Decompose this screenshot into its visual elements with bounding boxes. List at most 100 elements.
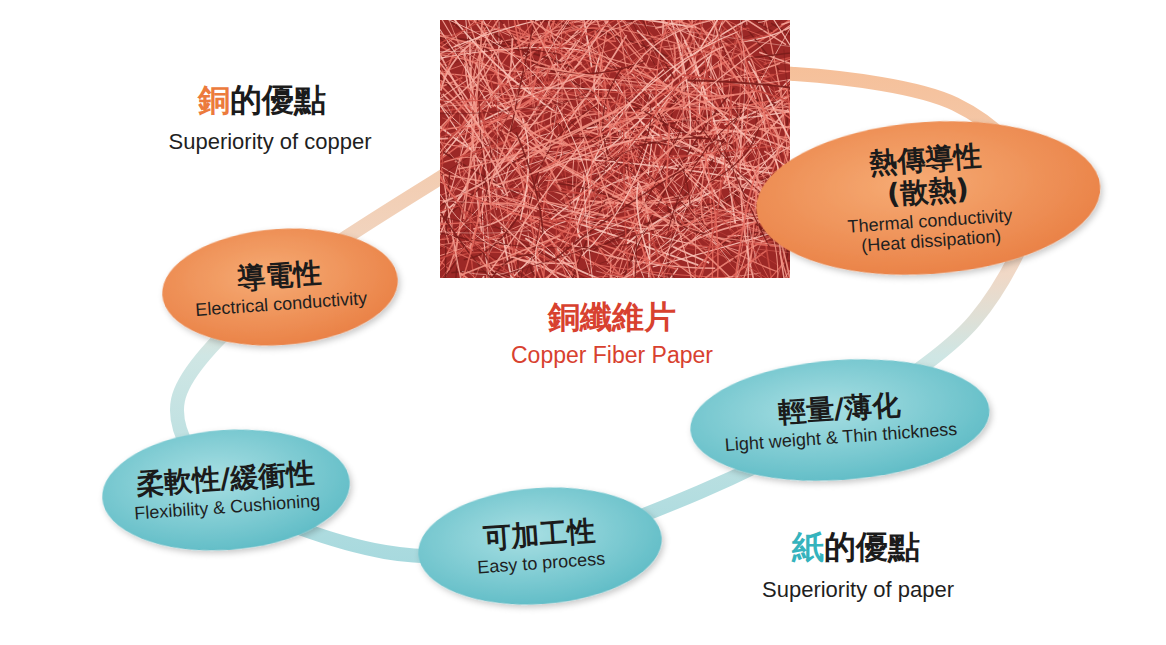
fiber-strand [532, 213, 637, 253]
fiber-strand [665, 277, 733, 278]
fiber-strand [440, 103, 448, 139]
fiber-strand [443, 94, 508, 196]
fiber-strand [461, 236, 561, 276]
fiber-strand [476, 20, 569, 27]
fiber-strand [444, 157, 507, 175]
section-subheading: Superiority of paper [762, 577, 954, 603]
fiber-strand [696, 248, 772, 278]
fiber-strand [641, 47, 723, 111]
merit-heading: 可加工性 [482, 515, 596, 555]
fiber-strand [499, 74, 584, 104]
fiber-strand [440, 202, 473, 251]
fiber-strand [633, 20, 770, 75]
section-heading: 銅的優點 [198, 79, 326, 123]
fiber-strand [519, 49, 560, 54]
fiber-strand [602, 32, 738, 131]
fiber-strand [702, 27, 768, 122]
fiber-strand [456, 201, 480, 278]
fiber-strand [635, 103, 782, 196]
fiber-strand [596, 149, 641, 168]
fiber-strand [440, 51, 475, 63]
ellipse-text-area: 導電性Electrical conductivity [158, 221, 402, 353]
fiber-strand [440, 20, 576, 44]
fiber-strand [622, 44, 692, 119]
fiber-strand [490, 140, 584, 272]
fiber-strand [440, 20, 453, 116]
ellipse-text-group: 柔軟性/緩衝性Flexibility & Cushioning [131, 456, 320, 524]
fiber-strand [554, 166, 688, 259]
fiber-strand [582, 144, 648, 256]
fiber-strand [510, 98, 564, 144]
ellipse-text-group: 可加工性Easy to process [474, 514, 606, 578]
ellipse-text-area: 柔軟性/緩衝性Flexibility & Cushioning [98, 421, 354, 558]
paper-merit-ellipse: 柔軟性/緩衝性Flexibility & Cushioning [98, 421, 354, 558]
fiber-strand [440, 100, 505, 117]
fiber-strand [440, 177, 512, 254]
copper-fiber-photo [440, 20, 790, 278]
fiber-strand [683, 20, 790, 53]
fiber-strand [484, 203, 537, 211]
ellipse-text-group: 輕量/薄化Light weight & Thin thickness [722, 385, 958, 456]
fiber-strand [493, 107, 648, 185]
fiber-strand [440, 20, 546, 87]
copper-merit-ellipse: 導電性Electrical conductivity [158, 221, 402, 353]
fiber-strand [568, 35, 626, 121]
fiber-strand [775, 136, 791, 149]
paper-merit-ellipse: 輕量/薄化Light weight & Thin thickness [686, 350, 993, 491]
fiber-strand [678, 74, 790, 144]
fiber-strand [532, 94, 662, 143]
fiber-strand [487, 67, 527, 166]
ellipse-text-group: 導電性Electrical conductivity [192, 254, 367, 321]
fiber-strand [440, 116, 451, 276]
fiber-strand [442, 20, 502, 47]
fiber-strand [732, 20, 745, 171]
fiber-strand [590, 20, 662, 36]
ellipse-text-group: 熱傳導性 (散熱)Thermal conductivity (Heat diss… [822, 137, 1034, 259]
fiber-strand [668, 111, 745, 232]
section-heading: 紙的優點 [792, 526, 920, 570]
fiber-strand [587, 264, 769, 278]
fiber-strand [637, 182, 650, 259]
fiber-strand [478, 20, 517, 56]
ellipse-fill [686, 350, 993, 491]
merit-heading: 導電性 [236, 257, 322, 295]
fiber-strand [488, 139, 523, 213]
fiber-strand [612, 20, 643, 59]
fiber-strand [440, 20, 442, 37]
merit-english: Thermal conductivity (Heat dissipation) [827, 203, 1034, 259]
fiber-strand [638, 90, 651, 159]
fiber-strand [478, 196, 538, 207]
ellipse-fill [158, 221, 402, 353]
fiber-strand [762, 124, 778, 174]
ellipse-fill [98, 421, 354, 558]
fiber-strand [625, 99, 711, 139]
fiber-strand [572, 242, 582, 278]
fiber-strand [598, 31, 614, 173]
fiber-strand [482, 173, 493, 279]
fiber-strand [735, 172, 758, 278]
fiber-strand [687, 81, 790, 103]
fiber-strand [781, 20, 790, 25]
fiber-strand [538, 20, 576, 106]
fiber-strand [481, 199, 575, 250]
fiber-strand [441, 213, 494, 278]
fiber-strand [529, 189, 587, 261]
fiber-strand [708, 121, 777, 160]
ellipse-fill [414, 480, 665, 613]
fiber-strand [730, 51, 742, 231]
fiber-strand [490, 255, 536, 278]
fiber-strand [584, 174, 596, 279]
fiber-strand [700, 20, 789, 48]
section-subheading: Superiority of copper [169, 129, 372, 155]
fiber-strand [625, 90, 667, 260]
fiber-strand [504, 20, 531, 85]
fiber-strand [517, 110, 619, 164]
fiber-strand [733, 241, 787, 278]
fiber-strand [440, 159, 457, 198]
fiber-strand [658, 253, 726, 278]
merit-english: Electrical conductivity [195, 288, 368, 321]
fiber-strand [748, 222, 752, 278]
fiber-strand [604, 20, 643, 96]
ellipse-fill [751, 110, 1105, 286]
